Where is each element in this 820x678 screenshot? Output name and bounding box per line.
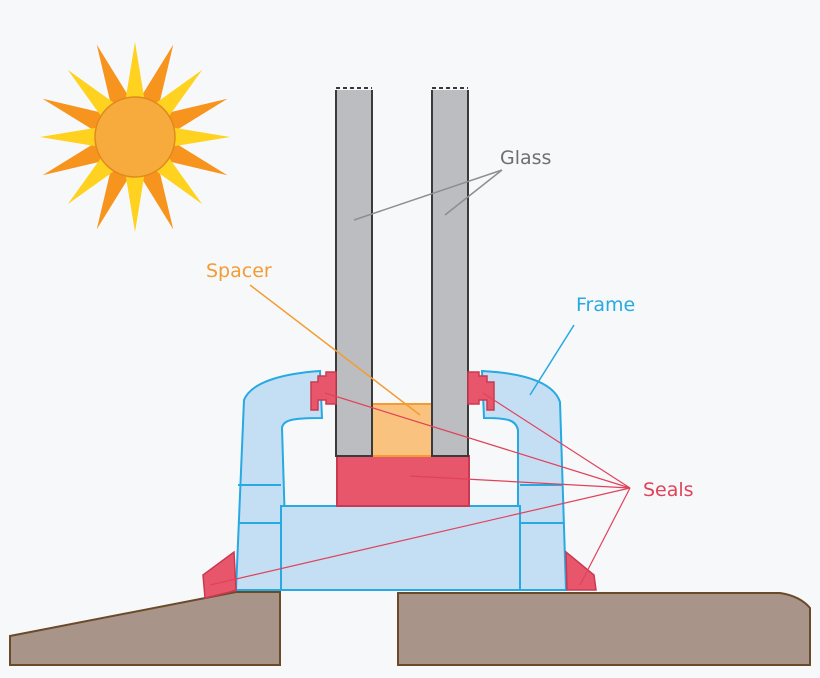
glass-label: Glass [500, 147, 551, 169]
sun-ray-outer [162, 98, 228, 134]
sun-ray-inner [152, 69, 203, 120]
seal-left-clip [310, 371, 337, 411]
seals-label: Seals [643, 479, 694, 501]
frame-bottom [280, 505, 521, 591]
spacer [371, 403, 433, 457]
right-wall [397, 592, 811, 666]
seal-bottom-right [565, 550, 597, 591]
frame-detail-lines [238, 484, 564, 524]
sun-ray-outer [96, 164, 132, 230]
sun-ray-inner [125, 42, 145, 103]
sun-ray-inner [169, 127, 230, 147]
sun-ray-outer [162, 140, 228, 176]
left-wall [9, 591, 281, 666]
spacer-leader [249, 284, 421, 416]
sun-ray-inner [67, 69, 118, 120]
glass-pane-right [431, 87, 469, 457]
sun-ray-outer [42, 140, 108, 176]
frame-label: Frame [576, 294, 635, 316]
seal-right-clip [467, 371, 495, 411]
sun-core [94, 96, 176, 178]
seal-bottom-left [202, 550, 237, 599]
frame-right [480, 369, 568, 591]
spacer-label: Spacer [206, 260, 272, 282]
sun-ray-inner [152, 154, 203, 205]
frame-leader [529, 324, 575, 396]
sun-ray-outer [138, 44, 174, 110]
seal-block [336, 455, 470, 507]
sun-icon [40, 42, 230, 232]
glass-leaders [353, 169, 503, 221]
sun-ray-outer [138, 164, 174, 230]
seals-leaders [209, 392, 631, 586]
glass-pane-left [335, 87, 373, 457]
sun-ray-inner [40, 127, 101, 147]
sun-ray-inner [125, 171, 145, 232]
sun-ray-inner [67, 154, 118, 205]
sun-ray-outer [42, 98, 108, 134]
sun-ray-outer [96, 44, 132, 110]
